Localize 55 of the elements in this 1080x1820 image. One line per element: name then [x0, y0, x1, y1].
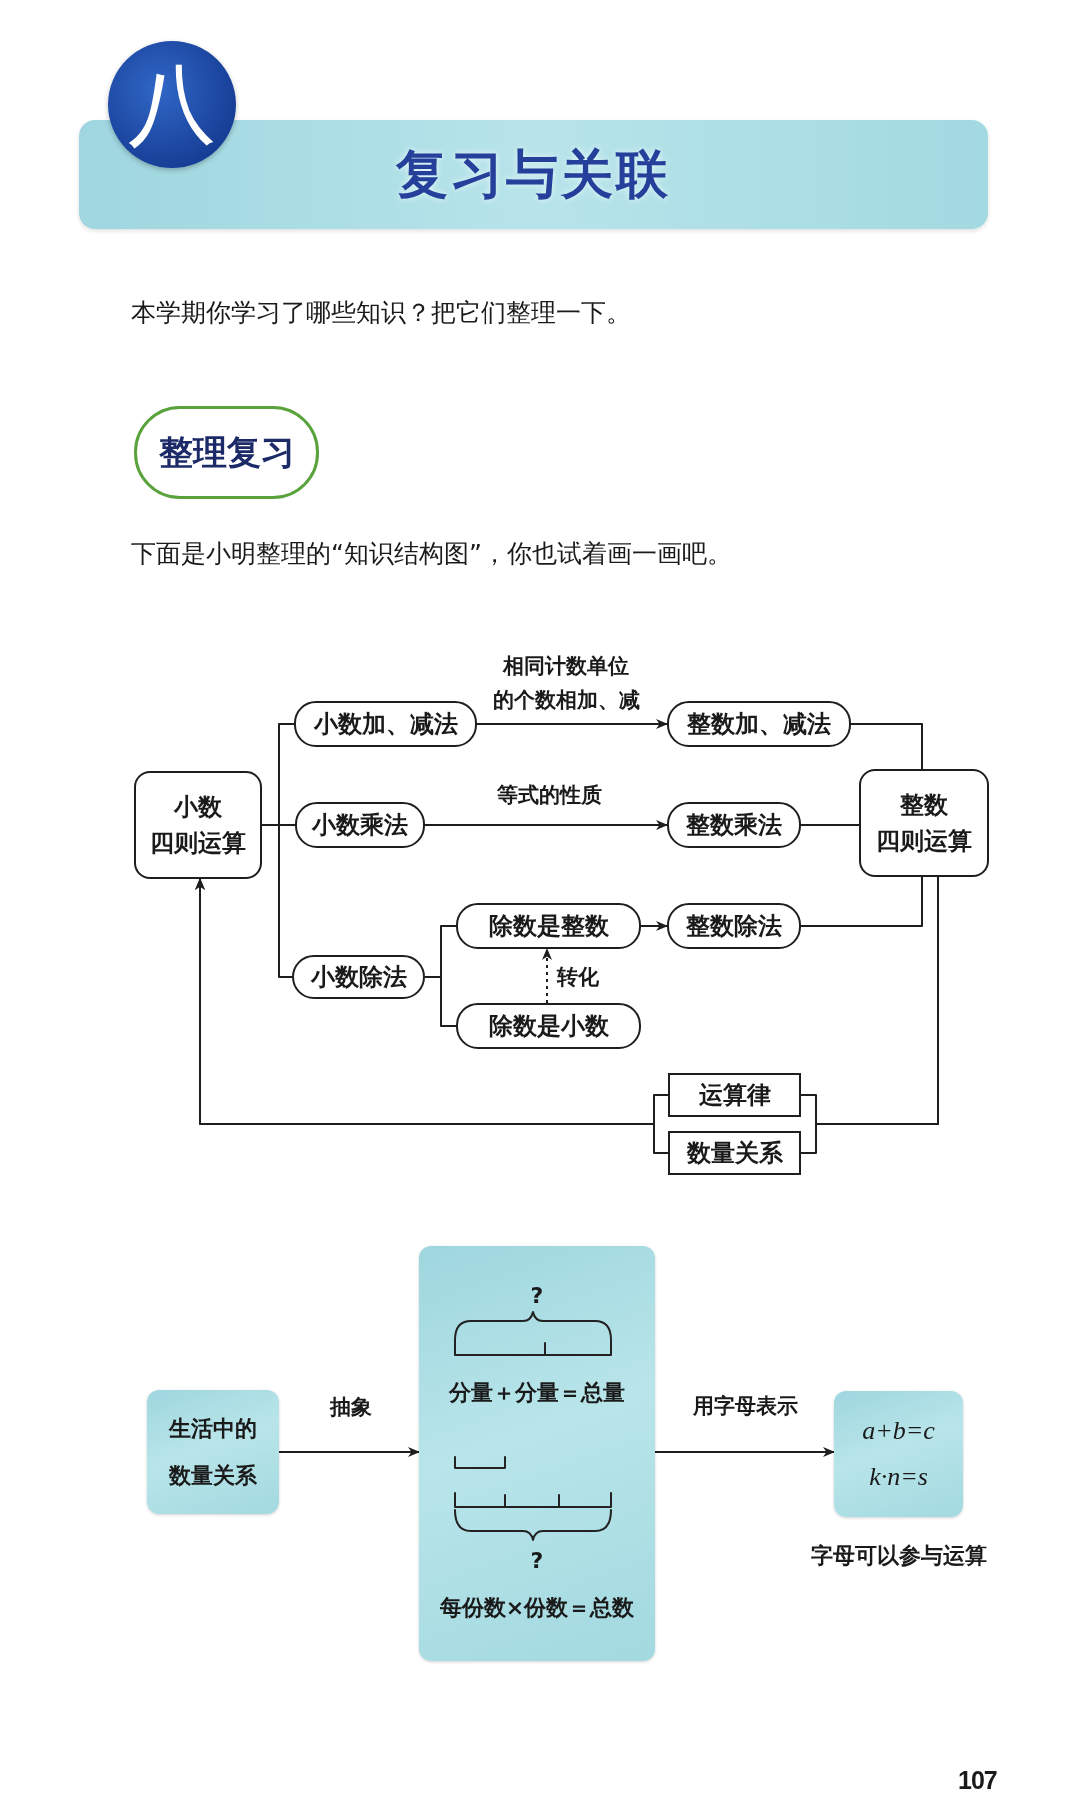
connector-line [800, 824, 860, 826]
node-text: 除数是小数 [488, 1011, 609, 1042]
rectangle-box [668, 1073, 801, 1117]
arrow [424, 820, 668, 830]
rounded-box [456, 1003, 641, 1049]
connector-line [424, 976, 457, 1027]
node-text: 运算律 [698, 1080, 771, 1111]
section-heading: 整理复习 [158, 430, 295, 474]
shaded-panel [834, 1391, 963, 1517]
connector-line [278, 723, 295, 826]
node-text: 小数加、减法 [313, 709, 458, 740]
connector-line [850, 723, 923, 770]
equation-text: 分量＋分量＝总量 [449, 1379, 625, 1407]
question-mark: ? [530, 1282, 544, 1310]
node-text: 整数乘法 [686, 810, 782, 841]
formula-text: k·n=s [869, 1461, 928, 1493]
connector-line [800, 876, 923, 927]
arrow [654, 1447, 835, 1457]
node-text: 小数除法 [310, 962, 407, 993]
node-text: 小数乘法 [312, 810, 408, 841]
shaded-panel [147, 1390, 279, 1514]
question-mark: ? [530, 1547, 544, 1575]
rounded-box [667, 903, 801, 949]
page-number: 107 [958, 1766, 997, 1795]
connector-line [278, 824, 296, 826]
formula-text: a+b=c [862, 1415, 935, 1447]
node-text: 整数除法 [686, 911, 782, 942]
rounded-box [667, 701, 851, 747]
arrow [476, 719, 668, 729]
rectangle-box [668, 1131, 801, 1175]
node-text: 整数加、减法 [687, 709, 831, 740]
chapter-number: 八 [128, 60, 216, 149]
equation-text: 每份数×份数＝总数 [439, 1594, 635, 1622]
instruction-text: 下面是小明整理的“知识结构图”，你也试着画一画吧。 [131, 538, 732, 570]
rounded-box [134, 771, 262, 879]
rounded-box [859, 769, 989, 877]
rounded-box [295, 802, 425, 848]
arrow [640, 921, 668, 931]
rounded-box [294, 701, 477, 747]
rounded-box [456, 903, 641, 949]
page-title: 复习与关联 [396, 143, 671, 206]
rounded-box [292, 955, 425, 999]
node-text: 生活中的数量关系 [169, 1415, 257, 1490]
rounded-box [667, 802, 801, 848]
node-text: 小数四则运算 [150, 792, 246, 859]
node-text: 整数四则运算 [876, 790, 972, 857]
caption-text: 字母可以参与运算 [810, 1542, 988, 1570]
shaded-panel [419, 1246, 655, 1661]
connector-line [278, 824, 293, 978]
node-text: 数量关系 [686, 1138, 783, 1169]
connector-line [261, 824, 280, 826]
arrow [542, 948, 552, 1004]
arrow [278, 1447, 420, 1457]
node-text: 除数是整数 [488, 911, 609, 942]
instruction-text: 本学期你学习了哪些知识？把它们整理一下。 [131, 297, 631, 329]
